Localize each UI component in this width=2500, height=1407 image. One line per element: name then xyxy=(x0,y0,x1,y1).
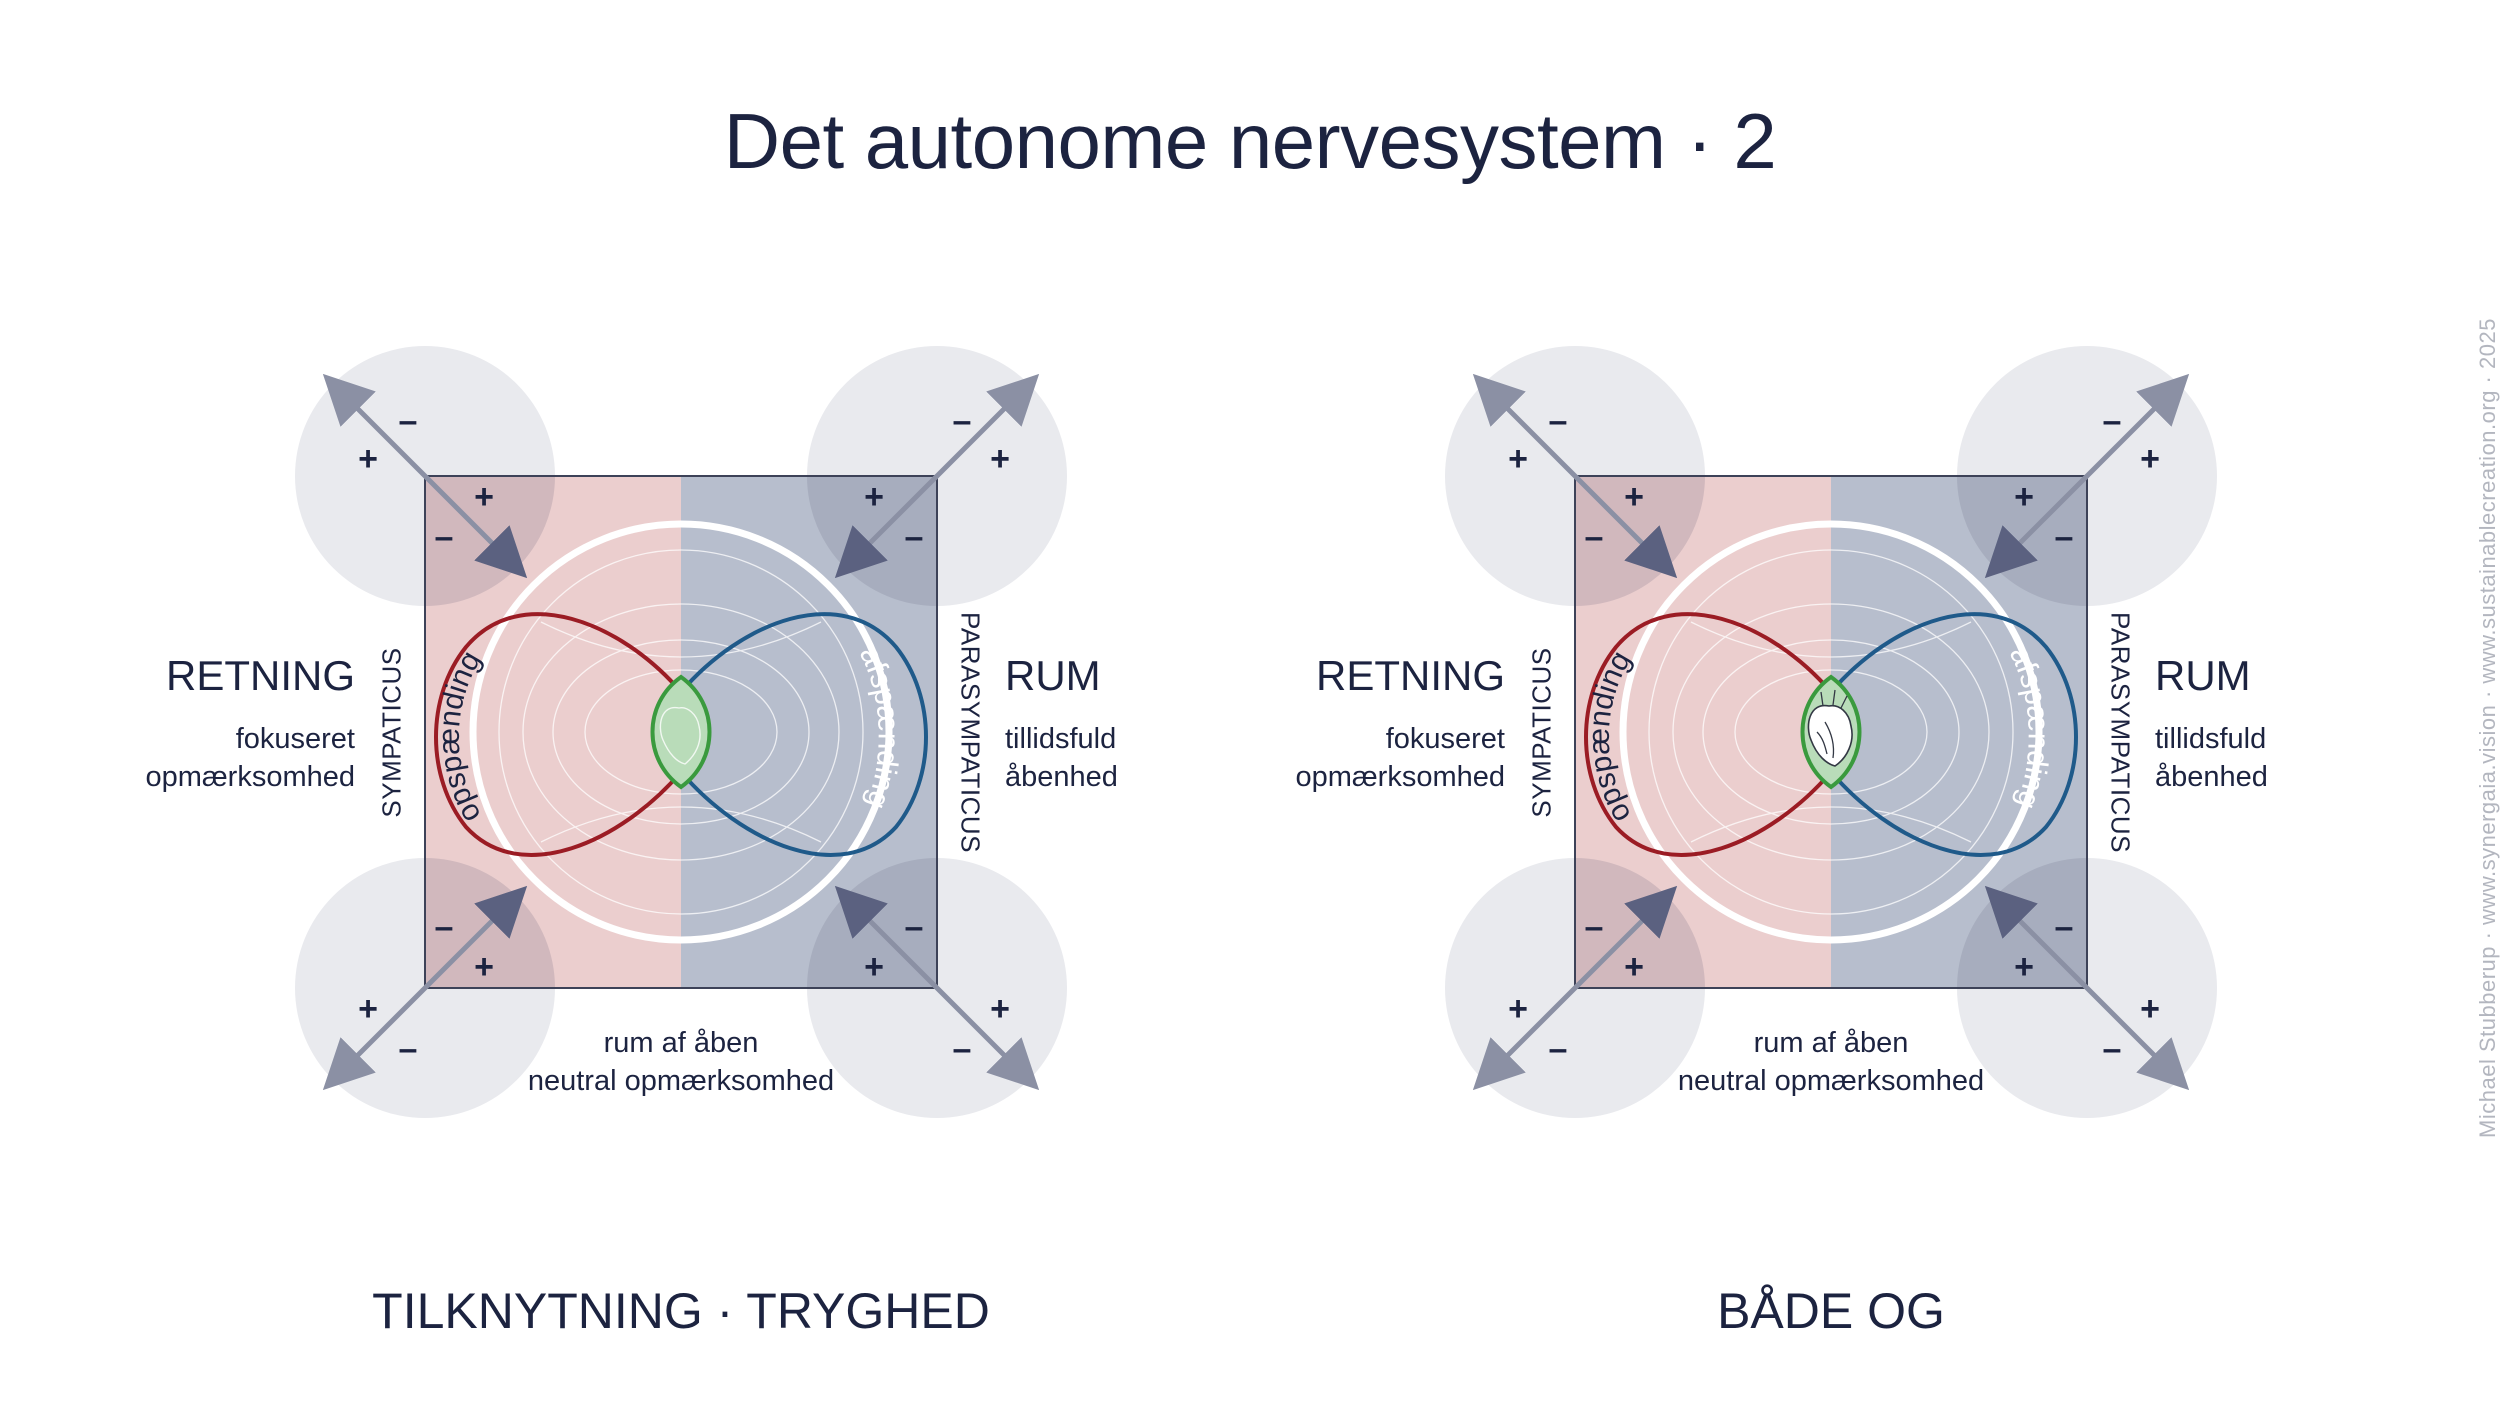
faint-heart-icon xyxy=(659,706,701,765)
double-arrow-bottom-left xyxy=(1472,885,1678,1091)
plus-sign: + xyxy=(1624,948,1644,986)
parasympaticus-label: PARASYMPATICUS xyxy=(2105,611,2136,854)
double-arrow-top-right xyxy=(1984,373,2190,579)
plus-sign: + xyxy=(864,478,884,516)
direction-heading: RETNING xyxy=(166,652,355,699)
minus-sign: – xyxy=(2054,518,2074,556)
tension-curve xyxy=(1584,612,1833,857)
direction-description: fokuseret opmærksomhed xyxy=(1295,720,1505,796)
bottom-text-block: rum af åben neutral opmærksomhed xyxy=(431,1024,931,1100)
plus-sign: + xyxy=(1624,478,1644,516)
bottom-text-block: rum af åben neutral opmærksomhed xyxy=(1581,1024,2081,1100)
parasympaticus-label: PARASYMPATICUS xyxy=(955,611,986,854)
open-attention-line: rum af åben xyxy=(603,1027,759,1059)
open-attention-line: rum af åben xyxy=(1753,1027,1909,1059)
space-heading: RUM xyxy=(2155,652,2251,699)
minus-sign: – xyxy=(952,1030,972,1068)
plus-sign: + xyxy=(474,478,494,516)
right-text-block: RUM tillidsfuld åbenhed xyxy=(1005,652,1118,796)
minus-sign: – xyxy=(1548,1030,1568,1068)
open-attention-line: neutral opmærksomhed xyxy=(1677,1065,1985,1097)
tension-curve xyxy=(434,612,683,857)
relaxation-curve xyxy=(1829,612,2078,857)
minus-sign: – xyxy=(1584,908,1604,946)
outer-white-circle xyxy=(1619,520,2043,944)
minus-sign: – xyxy=(434,518,454,556)
panel-caption: TILKNYTNING · TRYGHED xyxy=(372,1283,990,1339)
sympaticus-label: SYMPATICUS xyxy=(376,647,407,818)
direction-text-line: opmærksomhed xyxy=(1295,761,1505,793)
contour-lines xyxy=(1648,549,2014,915)
space-description: tillidsfuld åbenhed xyxy=(2155,720,2268,796)
space-description: tillidsfuld åbenhed xyxy=(1005,720,1118,796)
minus-sign: – xyxy=(904,908,924,946)
plus-sign: + xyxy=(2140,440,2160,478)
minus-sign: – xyxy=(1584,518,1604,556)
right-text-block: RUM tillidsfuld åbenhed xyxy=(2155,652,2268,796)
double-arrow-bottom-right xyxy=(1984,885,2190,1091)
double-arrow-bottom-left xyxy=(322,885,528,1091)
plus-sign: + xyxy=(358,440,378,478)
plus-sign: + xyxy=(990,440,1010,478)
space-heading: RUM xyxy=(1005,652,1101,699)
relaxation-curve xyxy=(679,612,928,857)
double-arrow-top-left xyxy=(1472,373,1678,579)
plus-sign: + xyxy=(358,990,378,1028)
page-title: Det autonome nervesystem · 2 xyxy=(723,97,1777,185)
double-arrow-top-left xyxy=(322,373,528,579)
direction-description: fokuseret opmærksomhed xyxy=(145,720,355,796)
direction-text-line: opmærksomhed xyxy=(145,761,355,793)
minus-sign: – xyxy=(904,518,924,556)
direction-text-line: fokuseret xyxy=(1385,723,1505,755)
plus-sign: + xyxy=(1508,990,1528,1028)
plus-sign: + xyxy=(2014,948,2034,986)
overlap-lens xyxy=(650,674,712,790)
sympaticus-label: SYMPATICUS xyxy=(1526,647,1557,818)
double-arrow-top-right xyxy=(834,373,1040,579)
minus-sign: – xyxy=(2102,1030,2122,1068)
minus-sign: – xyxy=(434,908,454,946)
double-arrow-bottom-right xyxy=(834,885,1040,1091)
space-text-line: åbenhed xyxy=(2155,761,2268,793)
plus-sign: + xyxy=(1508,440,1528,478)
credit-text: Michael Stubberup · www.synergaia.vision… xyxy=(2475,318,2500,1138)
open-attention-line: neutral opmærksomhed xyxy=(527,1065,835,1097)
minus-sign: – xyxy=(398,1030,418,1068)
space-text-line: tillidsfuld xyxy=(2155,723,2267,755)
anatomical-heart-icon xyxy=(1807,689,1853,767)
left-text-block: RETNING fokuseret opmærksomhed xyxy=(145,652,355,796)
space-text-line: tillidsfuld xyxy=(1005,723,1117,755)
direction-text-line: fokuseret xyxy=(235,723,355,755)
plus-sign: + xyxy=(2140,990,2160,1028)
square-border xyxy=(424,475,938,989)
plus-sign: + xyxy=(864,948,884,986)
minus-sign: – xyxy=(2102,402,2122,440)
space-text-line: åbenhed xyxy=(1005,761,1118,793)
left-text-block: RETNING fokuseret opmærksomhed xyxy=(1295,652,1505,796)
plus-sign: + xyxy=(474,948,494,986)
outer-white-circle xyxy=(469,520,893,944)
plus-sign: + xyxy=(990,990,1010,1028)
square-border xyxy=(1574,475,2088,989)
direction-heading: RETNING xyxy=(1316,652,1505,699)
minus-sign: – xyxy=(952,402,972,440)
minus-sign: – xyxy=(398,402,418,440)
contour-lines xyxy=(498,549,864,915)
panel-caption: BÅDE OG xyxy=(1717,1283,1945,1339)
minus-sign: – xyxy=(2054,908,2074,946)
minus-sign: – xyxy=(1548,402,1568,440)
plus-sign: + xyxy=(2014,478,2034,516)
